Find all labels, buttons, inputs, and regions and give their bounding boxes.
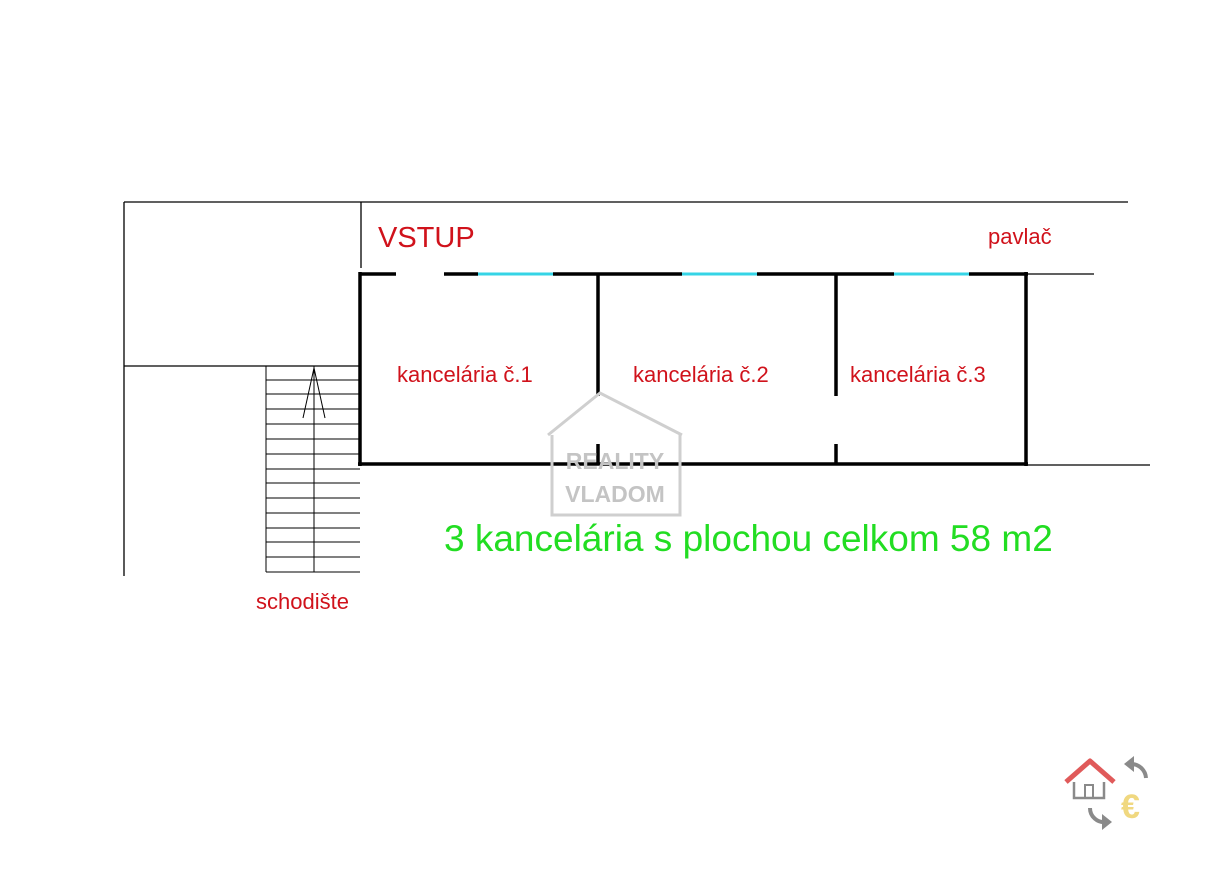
room-2-label: kancelária č.2 bbox=[633, 362, 769, 387]
room-1-label: kancelária č.1 bbox=[397, 362, 533, 387]
area-summary: 3 kancelária s plochou celkom 58 m2 bbox=[444, 518, 1053, 559]
office-walls bbox=[358, 272, 1028, 466]
watermark-line2: VLADOM bbox=[565, 481, 665, 507]
outer-building-outline bbox=[123, 201, 1150, 576]
gallery-label: pavlač bbox=[988, 224, 1052, 249]
room-3-label: kancelária č.3 bbox=[850, 362, 986, 387]
realty-exchange-logo-icon: € bbox=[1064, 756, 1148, 830]
staircase bbox=[265, 366, 360, 573]
stairs-arrow-icon bbox=[302, 367, 326, 419]
entry-label: VSTUP bbox=[378, 222, 475, 254]
house-watermark-icon bbox=[547, 391, 683, 517]
stairs-label: schodište bbox=[256, 589, 349, 614]
watermark-line1: REALITY bbox=[565, 448, 665, 474]
svg-text:€: € bbox=[1121, 788, 1140, 826]
